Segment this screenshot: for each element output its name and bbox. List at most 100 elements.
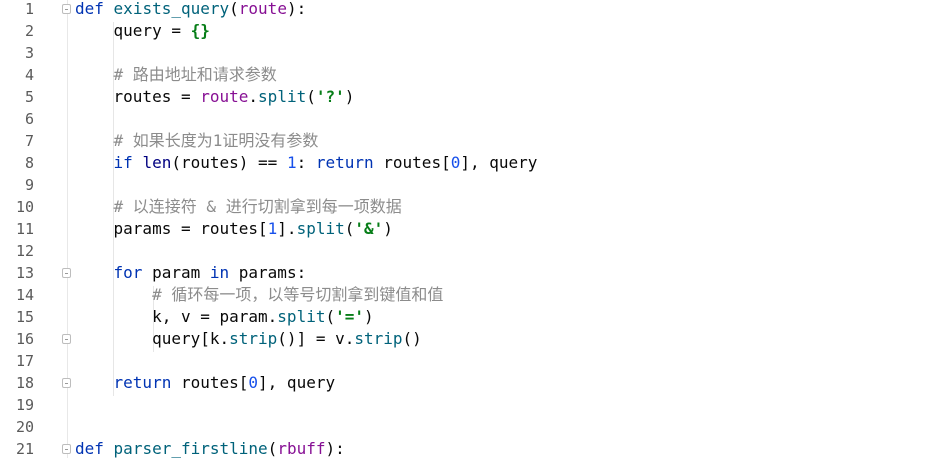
code-token: ()] = v. (277, 329, 355, 348)
code-token: routes = (75, 87, 201, 106)
code-text: params = routes[1].split('&') (75, 218, 393, 240)
line-number: 8 (24, 154, 34, 172)
code-line[interactable]: 17 (0, 350, 935, 372)
code-token: () (402, 329, 422, 348)
code-line[interactable]: 15 k, v = param.split('=') (0, 306, 935, 328)
code-token: params: (229, 263, 307, 282)
code-line[interactable]: 18 return routes[0], query (0, 372, 935, 394)
code-text: for param in params: (75, 262, 307, 284)
code-token (104, 0, 114, 18)
code-token: '=' (335, 307, 365, 326)
code-token: routes[ (373, 153, 451, 172)
fold-toggle-icon[interactable] (62, 4, 71, 14)
code-token: params = routes[ (75, 219, 268, 238)
code-token (104, 439, 114, 458)
code-token: return (315, 153, 374, 172)
code-token (133, 153, 143, 172)
code-line[interactable]: 8 if len(routes) == 1: return routes[0],… (0, 152, 935, 174)
line-number: 13 (15, 264, 34, 282)
code-token: '?' (315, 87, 345, 106)
code-token: ( (306, 87, 316, 106)
fold-toggle-icon[interactable] (62, 334, 71, 344)
code-token: ], query (258, 373, 336, 392)
line-number: 3 (24, 44, 34, 62)
code-token: ): (325, 439, 345, 458)
code-text: # 循环每一项，以等号切割拿到键值和值 (75, 284, 443, 306)
code-text: return routes[0], query (75, 372, 336, 394)
code-text: query = {} (75, 20, 210, 42)
code-token: def (75, 439, 104, 458)
line-number: 10 (15, 198, 34, 216)
code-line[interactable]: 3 (0, 42, 935, 64)
line-number: 15 (15, 308, 34, 326)
line-number: 11 (15, 220, 34, 238)
code-token (75, 153, 114, 172)
code-token: exists_query (113, 0, 230, 18)
code-token (75, 373, 114, 392)
gutter-divider (67, 0, 68, 458)
code-text: # 路由地址和请求参数 (75, 64, 277, 86)
code-token: if (113, 153, 133, 172)
code-token: {} (190, 21, 210, 40)
code-text: if len(routes) == 1: return routes[0], q… (75, 152, 538, 174)
code-line[interactable]: 6 (0, 108, 935, 130)
line-number: 14 (15, 286, 34, 304)
code-line[interactable]: 2 query = {} (0, 20, 935, 42)
code-token: return (113, 373, 172, 392)
line-number: 6 (24, 110, 34, 128)
code-token: route (238, 0, 287, 18)
code-token: ( (325, 307, 336, 326)
code-token: ], query (460, 153, 538, 172)
line-number: 18 (15, 374, 34, 392)
code-token: ) (344, 87, 355, 106)
line-number: 9 (24, 176, 34, 194)
code-token: '&' (354, 219, 384, 238)
code-line[interactable]: 12 (0, 240, 935, 262)
line-number: 12 (15, 242, 34, 260)
code-token: len (142, 153, 172, 172)
code-text: k, v = param.split('=') (75, 306, 374, 328)
code-token: strip (354, 329, 403, 348)
code-line[interactable]: 11 params = routes[1].split('&') (0, 218, 935, 240)
code-line[interactable]: 14 # 循环每一项，以等号切割拿到键值和值 (0, 284, 935, 306)
line-number: 7 (24, 132, 34, 150)
code-line[interactable]: 4 # 路由地址和请求参数 (0, 64, 935, 86)
code-token: 1 (286, 153, 297, 172)
line-number: 17 (15, 352, 34, 370)
fold-toggle-icon[interactable] (62, 268, 71, 278)
line-number: 4 (24, 66, 34, 84)
code-token: in (209, 263, 230, 282)
code-line[interactable]: 16 query[k.strip()] = v.strip() (0, 328, 935, 350)
code-line[interactable]: 20 (0, 416, 935, 438)
code-token: rbuff (277, 439, 326, 458)
code-token: . (248, 87, 259, 106)
fold-toggle-icon[interactable] (62, 378, 71, 388)
code-text: routes = route.split('?') (75, 86, 355, 108)
code-line[interactable]: 13 for param in params: (0, 262, 935, 284)
code-token: routes[ (171, 373, 249, 392)
code-text: # 如果长度为1证明没有参数 (75, 130, 319, 152)
code-line[interactable]: 10 # 以连接符 & 进行切割拿到每一项数据 (0, 196, 935, 218)
code-line[interactable]: 5 routes = route.split('?') (0, 86, 935, 108)
code-token: ( (267, 439, 278, 458)
code-token: # 如果长度为1证明没有参数 (75, 131, 319, 150)
code-line[interactable]: 19 (0, 394, 935, 416)
code-token: query = (75, 21, 191, 40)
line-number: 20 (15, 418, 34, 436)
line-number: 16 (15, 330, 34, 348)
fold-toggle-icon[interactable] (62, 444, 71, 454)
code-line[interactable]: 7 # 如果长度为1证明没有参数 (0, 130, 935, 152)
code-token: parser_firstline (113, 439, 268, 458)
code-token: ( (344, 219, 355, 238)
code-token (75, 263, 114, 282)
code-text: query[k.strip()] = v.strip() (75, 328, 422, 350)
line-number: 2 (24, 22, 34, 40)
code-token: 0 (248, 373, 259, 392)
code-token: route (200, 87, 249, 106)
code-token: ) (383, 219, 393, 238)
code-token: split (296, 219, 345, 238)
code-line[interactable]: 9 (0, 174, 935, 196)
